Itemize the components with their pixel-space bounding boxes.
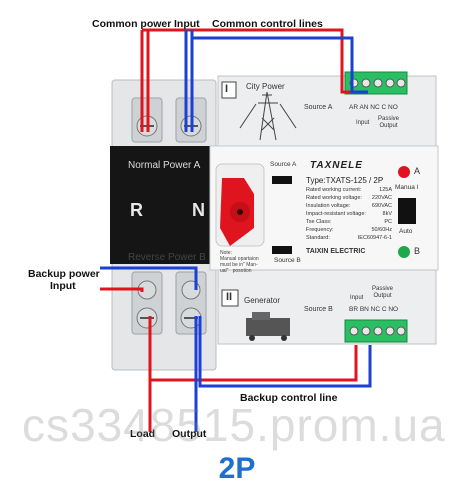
spec-value: 690VAC xyxy=(371,203,392,209)
terminal-block-bottom[interactable] xyxy=(344,319,408,343)
maker-label: TAIXIN ELECTRIC xyxy=(306,248,366,255)
load-output-wires xyxy=(148,316,198,432)
source-a-label: Source A xyxy=(304,104,333,111)
terminal-top-passive-label: Passive Output xyxy=(378,116,400,129)
generator-label: Generator xyxy=(244,296,281,305)
label-backup-power: Backup power xyxy=(28,268,100,280)
generator-icon xyxy=(246,312,290,341)
title-2p: 2P xyxy=(218,452,256,485)
terminal-bottom-input-label: Input xyxy=(350,295,364,301)
label-backup-input: Input xyxy=(50,280,76,292)
terminal-block-top[interactable] xyxy=(344,71,408,95)
section-i-label: I xyxy=(225,83,229,95)
label-common-control-lines: Common control lines xyxy=(212,18,323,30)
led-a-label: A xyxy=(414,166,421,176)
rotary-handle[interactable] xyxy=(215,163,265,247)
terminal-top-input-label: Input xyxy=(356,120,370,126)
spec-value: 125A xyxy=(379,187,392,193)
spec-key: Insulation voltage: xyxy=(306,203,351,209)
terminal-bottom-passive-label: Passive Output xyxy=(372,286,394,299)
label-backup-control-line: Backup control line xyxy=(240,392,338,404)
terminal-top-labels: AR AN NC C NO xyxy=(349,104,398,111)
type-label: Type:TXATS-125 / 2P xyxy=(306,176,384,185)
spec-row: Rated working current: 125A xyxy=(306,186,392,194)
spec-row: Rated working voltage: 220VAC xyxy=(306,194,392,202)
spec-key: Tse Class: xyxy=(306,219,332,225)
city-power-label: City Power xyxy=(246,82,285,91)
spec-key: Rated working voltage: xyxy=(306,195,362,201)
letter-r: R xyxy=(130,200,143,220)
spec-row: Standard: IEC60947-6-1 xyxy=(306,234,392,242)
led-b-label: B xyxy=(414,246,421,256)
spec-key: Impact-resistant voltage: xyxy=(306,211,366,217)
device-left-block xyxy=(110,79,218,371)
power-pylon-icon xyxy=(239,91,297,141)
label-input-top: Input xyxy=(174,18,200,30)
switch-source-b-label: Source B xyxy=(274,257,301,264)
reverse-power-b-text: Reverse Power B xyxy=(128,252,206,263)
switch-source-a-label: Source A xyxy=(270,161,297,168)
label-common-power: Common power xyxy=(92,18,172,30)
spec-value: 220VAC xyxy=(371,195,392,201)
spec-value: PC xyxy=(384,219,392,225)
spec-row: Tse Class: PC xyxy=(306,218,392,226)
label-output: Output xyxy=(172,428,207,440)
led-b-icon xyxy=(398,246,410,258)
spec-key: Rated working current: xyxy=(306,187,362,193)
auto-label: Auto xyxy=(399,228,413,235)
spec-row: Impact-resistant voltage: 8kV xyxy=(306,210,392,218)
manual-label: Manua l xyxy=(395,184,419,191)
led-a-icon xyxy=(398,166,410,178)
spec-value: 8kV xyxy=(382,211,392,217)
normal-power-a-text: Normal Power A xyxy=(128,160,201,171)
source-b-label: Source B xyxy=(304,306,333,313)
spec-value: 50/60Hz xyxy=(371,227,393,233)
common-power-red-wire xyxy=(140,28,356,132)
section-ii-label: II xyxy=(226,291,233,303)
spec-key: Standard: xyxy=(306,235,330,241)
label-load: Load xyxy=(130,428,156,440)
letter-n: N xyxy=(192,200,205,220)
brand-label: TAXNELE xyxy=(310,160,363,171)
spec-row: Frequency: 50/60Hz xyxy=(306,226,392,234)
manual-note: Note: Manual opartaion must be in" Man- … xyxy=(220,250,259,274)
input-blue-wire xyxy=(184,30,368,132)
spec-key: Frequency: xyxy=(306,227,334,233)
backup-input-wires xyxy=(100,266,198,292)
watermark: cs3348515.prom.ua xyxy=(22,399,446,451)
spec-row: Insulation voltage: 690VAC xyxy=(306,202,392,210)
terminal-bottom-labels: BR BN NC C NO xyxy=(349,306,399,313)
spec-value: IEC60947-6-1 xyxy=(357,235,392,241)
